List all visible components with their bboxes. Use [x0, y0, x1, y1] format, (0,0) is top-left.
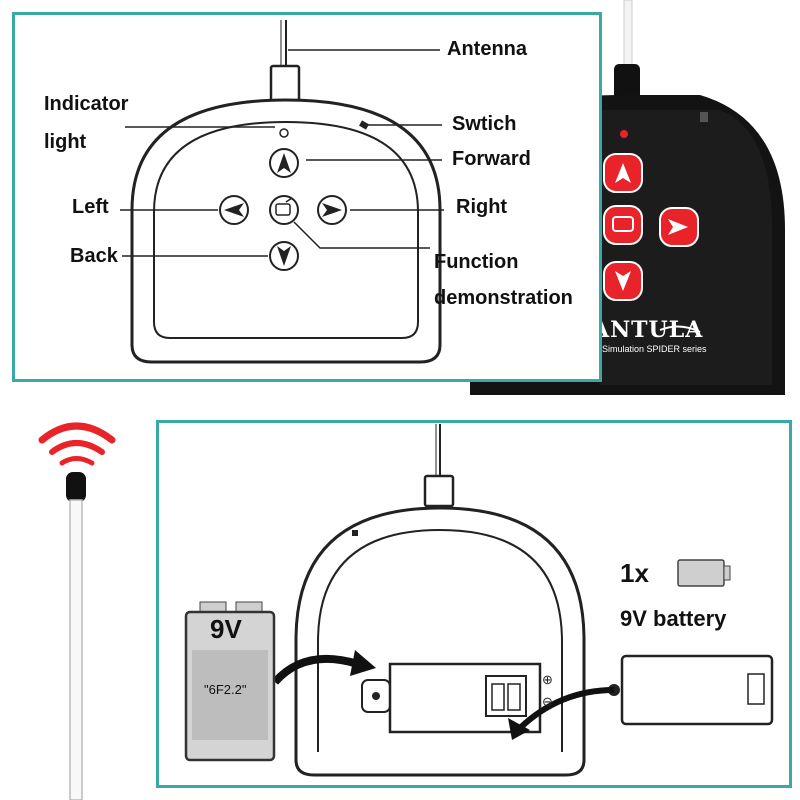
battery-small-icon	[677, 559, 731, 587]
polarity-minus: ⊖	[542, 694, 553, 709]
label-antenna: Antenna	[447, 38, 527, 60]
photo-right-button	[659, 207, 699, 247]
photo-series-text: Simulation SPIDER series	[602, 344, 707, 354]
label-forward: Forward	[452, 148, 531, 170]
signal-waves-icon	[38, 422, 116, 466]
left-button-icon	[219, 195, 249, 225]
antenna-tip	[66, 472, 86, 502]
forward-button-icon	[269, 148, 299, 178]
label-switch: Swtich	[452, 113, 517, 135]
function-button-icon	[269, 195, 299, 225]
battery-voltage-text: 9V	[210, 614, 242, 644]
back-button-icon	[269, 241, 299, 271]
battery-model-text: "6F2.2"	[204, 682, 247, 697]
connect-clip-arrow-icon	[508, 687, 615, 740]
battery-connector	[608, 654, 774, 726]
insert-battery-arrow-icon	[272, 650, 376, 685]
quantity-text: 1x	[620, 558, 649, 588]
label-indicator-light-line2: light	[44, 131, 87, 153]
right-button-icon	[317, 195, 347, 225]
nine-volt-battery-illustration	[184, 601, 276, 762]
antenna-rod	[69, 499, 83, 800]
label-indicator-light-line1: Indicator	[44, 93, 129, 115]
leader-lines	[120, 49, 444, 257]
label-function-line1: Function	[434, 251, 519, 273]
photo-back-button	[603, 261, 643, 301]
indicator-light-icon	[279, 128, 289, 138]
label-back: Back	[70, 245, 118, 267]
polarity-plus: ⊕	[542, 672, 553, 687]
label-function-line2: demonstration	[434, 287, 573, 309]
battery-caption: 9V battery	[620, 606, 727, 631]
label-left: Left	[72, 196, 109, 218]
photo-brand-text: ANTULA	[592, 317, 704, 343]
battery-compartment	[361, 662, 542, 734]
label-right: Right	[456, 196, 508, 218]
photo-function-button	[603, 205, 643, 245]
photo-forward-button	[603, 153, 643, 193]
